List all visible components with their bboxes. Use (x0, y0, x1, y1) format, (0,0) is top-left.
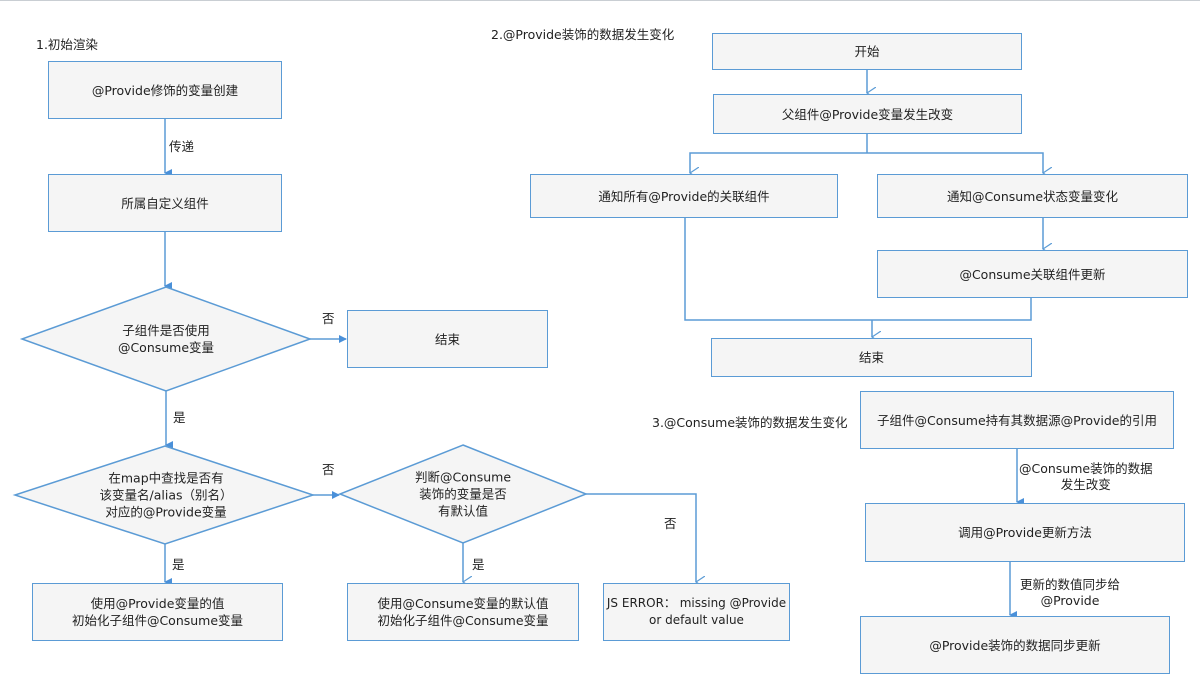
edge-update-to-merge (872, 298, 1032, 321)
box-end-2: 结束 (711, 338, 1032, 377)
edge-label-sync: 更新的数值同步给 @Provide (1020, 577, 1121, 608)
box-notify-consume: 通知@Consume状态变量变化 (877, 174, 1188, 218)
section1-title: 1.初始渲染 (36, 37, 98, 52)
edge-label-no-1: 否 (322, 311, 335, 326)
box-call-update: 调用@Provide更新方法 (865, 503, 1185, 562)
box-consume-update: @Consume关联组件更新 (877, 250, 1188, 298)
box-notify-all: 通知所有@Provide的关联组件 (530, 174, 838, 218)
edge-default-to-error (586, 493, 696, 582)
edge-label-yes-3: 是 (472, 557, 485, 572)
box-use-provide: 使用@Provide变量的值 初始化子组件@Consume变量 (32, 583, 283, 641)
decision-use-consume: 子组件是否使用 @Consume变量 (117, 323, 215, 355)
box-end-1: 结束 (347, 310, 548, 368)
edge-label-yes-1: 是 (173, 410, 186, 425)
box-use-default: 使用@Consume变量的默认值 初始化子组件@Consume变量 (347, 583, 579, 641)
edge-label-no-2: 否 (322, 462, 335, 477)
box-parent-change: 父组件@Provide变量发生改变 (713, 94, 1022, 134)
section2-title: 2.@Provide装饰的数据发生变化 (491, 27, 675, 42)
edge-label-no-3: 否 (664, 516, 677, 531)
box-provide-create: @Provide修饰的变量创建 (48, 61, 282, 119)
decision-find-provide: 在map中查找是否有 该变量名/alias（别名） 对应的@Provide变量 (99, 470, 233, 520)
edge-parent-to-notify-consume (867, 152, 1043, 173)
decision-has-default: 判断@Consume 装饰的变量是否 有默认值 (414, 469, 512, 519)
edge-parent-to-notify-all (690, 152, 867, 173)
box-start: 开始 (712, 33, 1022, 70)
box-sync-update: @Provide装饰的数据同步更新 (860, 616, 1170, 674)
box-owner-component: 所属自定义组件 (48, 174, 282, 232)
box-child-ref: 子组件@Consume持有其数据源@Provide的引用 (860, 391, 1174, 449)
box-js-error: JS ERROR： missing @Provide or default va… (603, 583, 790, 641)
edge-label-pass: 传递 (169, 139, 195, 154)
section3-title: 3.@Consume装饰的数据发生变化 (652, 415, 848, 430)
edge-notify-all-to-merge (684, 218, 872, 321)
top-border-line (0, 0, 1200, 1)
edge-label-yes-2: 是 (172, 557, 185, 572)
edge-label-consume-change: @Consume装饰的数据 发生改变 (1019, 461, 1153, 492)
